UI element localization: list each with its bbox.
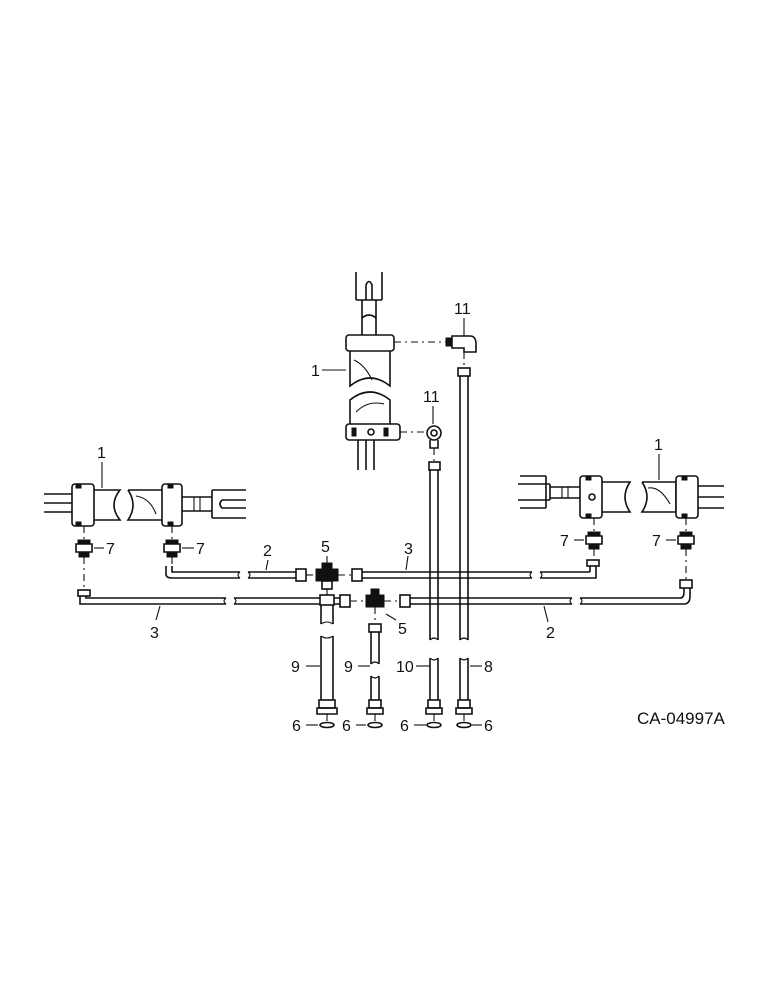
fitting-7-right-a <box>585 518 603 558</box>
tube-2-right <box>384 579 693 608</box>
callout-7-left-a: 7 <box>106 541 115 558</box>
callout-7-left-b: 7 <box>196 541 205 558</box>
fitting-7-left-b <box>163 526 181 566</box>
fitting-7-right-b <box>677 518 695 580</box>
leader-lines <box>94 318 676 726</box>
cylinder-top-center <box>345 272 401 470</box>
callout-6-b: 6 <box>342 718 351 735</box>
callout-1-right: 1 <box>654 437 663 454</box>
callout-1-left: 1 <box>97 445 106 462</box>
tube-9-left <box>316 605 338 715</box>
tube-10-vertical <box>425 470 443 715</box>
o-ring-c <box>426 714 442 729</box>
fitting-7-left-a <box>75 526 93 590</box>
callout-8: 8 <box>484 659 493 676</box>
callout-7-right-a: 7 <box>560 533 569 550</box>
swivel-fitting-middle <box>400 425 442 471</box>
tee-fitting-upper <box>315 562 339 606</box>
tube-9-right <box>366 632 384 715</box>
callout-2-right: 2 <box>546 625 555 642</box>
cylinder-left <box>44 483 246 527</box>
callout-5-top: 5 <box>321 539 330 556</box>
callout-3-left: 3 <box>150 625 159 642</box>
callout-1-top: 1 <box>311 363 320 380</box>
tee-fitting-lower <box>365 588 385 633</box>
o-ring-a <box>319 714 335 729</box>
callout-11-middle: 11 <box>423 389 440 406</box>
callout-9-right: 9 <box>344 659 353 676</box>
callout-5-lower: 5 <box>398 621 407 638</box>
callout-9-left: 9 <box>291 659 300 676</box>
callout-6-d: 6 <box>484 718 493 735</box>
callout-7-right-b: 7 <box>652 533 661 550</box>
callout-6-a: 6 <box>292 718 301 735</box>
o-ring-b <box>367 714 383 729</box>
callout-2-left: 2 <box>263 543 272 560</box>
tube-2-left <box>165 566 316 582</box>
tube-8-vertical <box>455 376 473 715</box>
callout-3-middle: 3 <box>404 541 413 558</box>
elbow-fitting-upper <box>394 335 477 377</box>
callout-10: 10 <box>396 659 414 676</box>
cylinder-right <box>518 475 724 519</box>
callout-6-c: 6 <box>400 718 409 735</box>
tube-3-middle <box>338 559 600 582</box>
callout-11-top: 11 <box>454 301 471 318</box>
o-ring-d <box>456 714 472 729</box>
drawing-code: CA-04997A <box>637 709 726 728</box>
